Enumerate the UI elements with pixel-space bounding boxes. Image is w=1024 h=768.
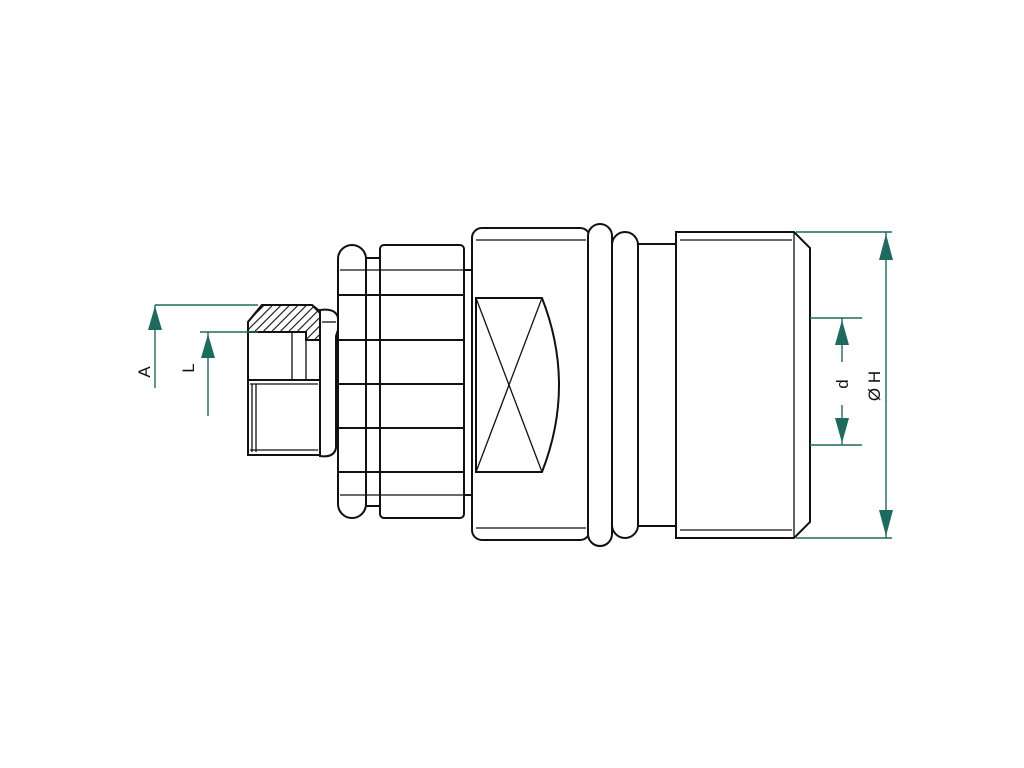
- spacer-ring: [464, 270, 472, 495]
- dimension-A: [148, 305, 258, 388]
- neck: [320, 310, 338, 457]
- label-A: A: [135, 366, 154, 378]
- label-L: L: [179, 363, 198, 372]
- label-H: Ø H: [865, 371, 884, 401]
- female-thread-end: [676, 232, 810, 538]
- label-d: d: [833, 379, 852, 388]
- sleeve-rings: [588, 224, 676, 546]
- hex-nut: [338, 245, 464, 518]
- wrench-flat: [476, 298, 559, 472]
